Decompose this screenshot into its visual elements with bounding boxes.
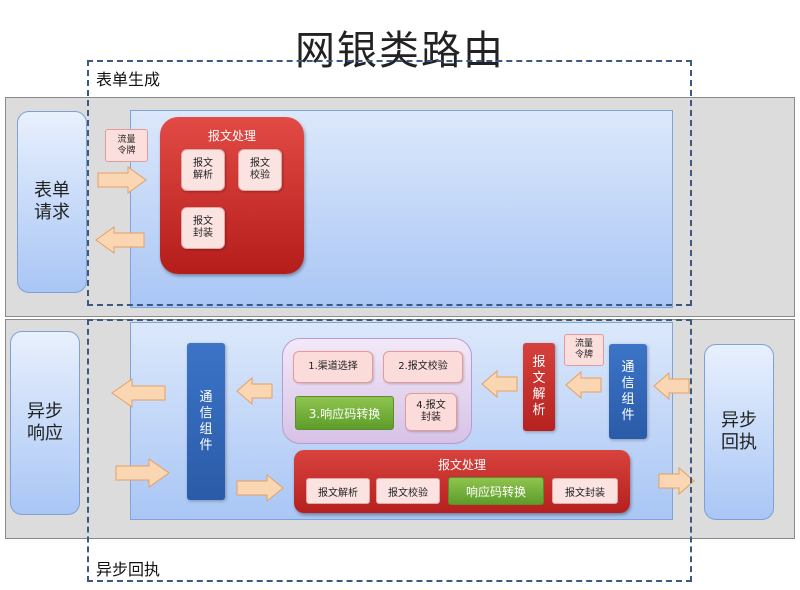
- form-generation-frame: [87, 60, 692, 306]
- incoming-right-arrow: [653, 371, 690, 401]
- bottom-left-in-arrow: [115, 458, 170, 488]
- form-generation-label: 表单生成: [94, 66, 163, 90]
- bottom-item-code-convert: 响应码转换: [448, 477, 544, 505]
- top-item-wrap: 报文封装: [181, 207, 225, 249]
- right-comm-component: 通信组件: [609, 344, 647, 439]
- bottom-traffic-token: 流量令牌: [564, 334, 604, 366]
- async-response-box: 异步响应: [10, 331, 80, 515]
- form-request-box: 表单请求: [17, 111, 87, 293]
- step-wrap: 4.报文封装: [405, 393, 457, 431]
- bottom-processing-title: 报文处理: [437, 458, 486, 472]
- top-item-verify: 报文校验: [238, 149, 282, 191]
- async-receipt-frame: [87, 319, 692, 582]
- step-verify: 2.报文校验: [383, 351, 463, 383]
- top-left-arrow: [95, 226, 145, 254]
- bottom-item-verify: 报文校验: [376, 478, 440, 504]
- to-bottom-processing-arrow: [236, 473, 284, 503]
- step-channel-select: 1.渠道选择: [293, 351, 373, 383]
- async-receipt-box: 异步回执: [704, 344, 774, 520]
- to-parse-bar-arrow: [565, 370, 602, 400]
- bottom-item-parse: 报文解析: [306, 478, 370, 504]
- to-left-comm-arrow: [236, 376, 273, 406]
- top-traffic-token: 流量令牌: [105, 129, 148, 162]
- to-steps-arrow: [481, 369, 518, 399]
- diagram-title: 网银类路由: [295, 28, 505, 74]
- async-receipt-label: 异步回执: [721, 410, 757, 453]
- message-parse-bar: 报文解析: [523, 343, 555, 431]
- async-response-label: 异步响应: [27, 401, 63, 444]
- left-comm-component: 通信组件: [187, 343, 225, 500]
- top-processing-title: 报文处理: [207, 129, 256, 143]
- form-request-label: 表单请求: [34, 180, 70, 223]
- top-item-parse: 报文解析: [181, 149, 225, 191]
- to-async-receipt-arrow: [658, 466, 695, 496]
- bottom-left-out-arrow: [111, 378, 166, 408]
- step-code-convert: 3.响应码转换: [295, 396, 394, 430]
- async-receipt-frame-label: 异步回执: [94, 556, 163, 580]
- routing-steps-box: 1.渠道选择 2.报文校验 3.响应码转换 4.报文封装: [282, 338, 472, 444]
- bottom-item-wrap: 报文封装: [552, 478, 618, 504]
- top-right-arrow: [97, 166, 147, 194]
- bottom-processing-box: 报文处理 报文解析 报文校验 响应码转换 报文封装: [294, 450, 630, 513]
- top-processing-box: 报文处理 报文解析 报文校验 报文封装: [160, 117, 304, 274]
